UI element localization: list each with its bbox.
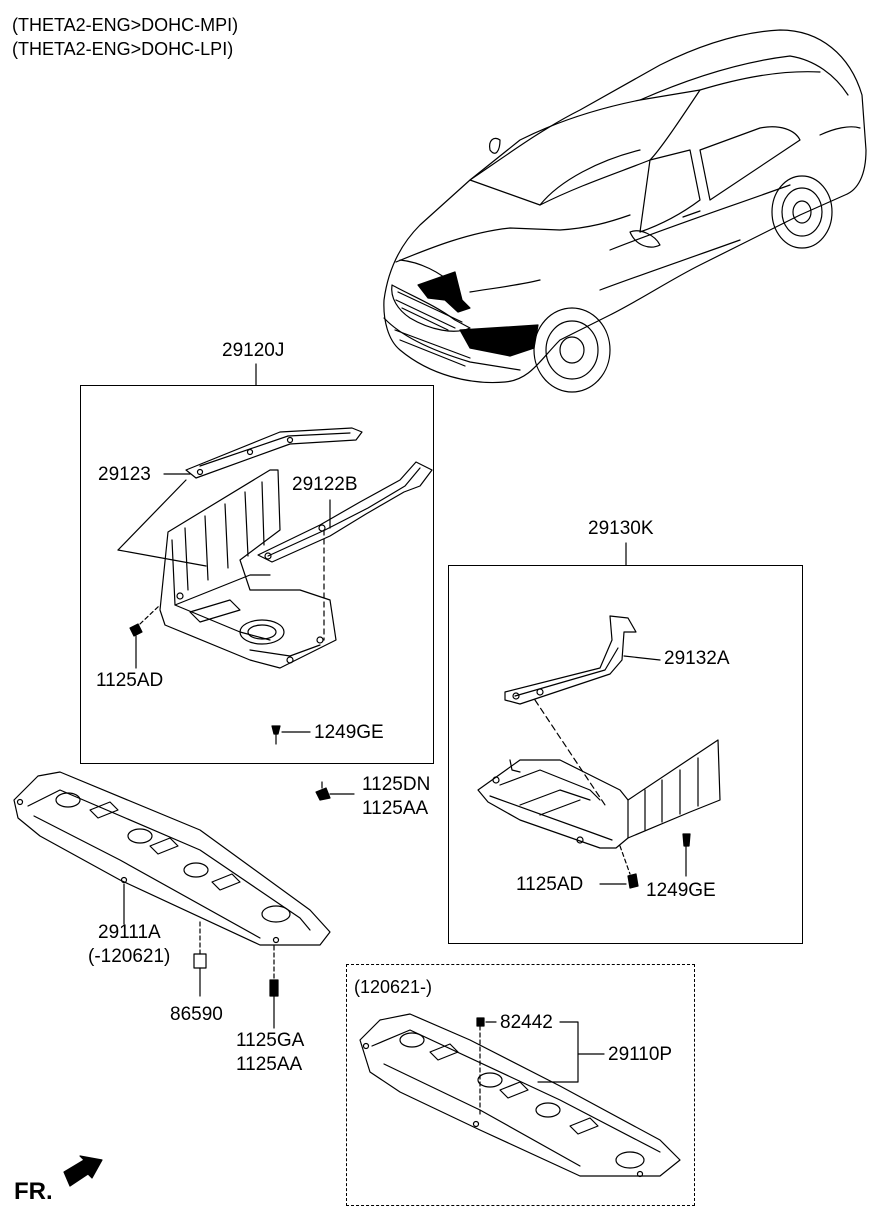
- date-range-box: [346, 964, 695, 1206]
- bolt-1125dn-shape: [315, 787, 331, 801]
- label-29123: 29123: [98, 464, 151, 485]
- undercover-29110p-body: [359, 1013, 681, 1178]
- clip-82442-shape: [476, 1017, 485, 1027]
- bracket-29122b: [257, 461, 433, 563]
- undercover-29130k-body: [477, 739, 721, 849]
- label-1249ge-left: 1249GE: [314, 722, 384, 743]
- vehicle-illustration: [383, 29, 867, 393]
- label-29111a: 29111A: [98, 922, 161, 943]
- label-86590: 86590: [170, 1004, 223, 1025]
- highlighted-undercover-location: [417, 271, 471, 313]
- highlighted-undercover-lower: [459, 324, 539, 357]
- bolt-1249ge-right-shape: [682, 833, 691, 847]
- front-direction-label: FR.: [14, 1178, 53, 1205]
- label-1125ad-left: 1125AD: [96, 670, 164, 691]
- label-29130k: 29130K: [588, 518, 654, 539]
- bracket-29123: [185, 427, 363, 479]
- label-1125ga: 1125GA: [236, 1030, 305, 1051]
- undercover-29120j-body: [159, 469, 337, 669]
- bracket-29132a: [504, 615, 637, 705]
- assembly-box-29120j: [80, 385, 434, 764]
- label-1249ge-right: 1249GE: [646, 880, 716, 901]
- label-1125dn: 1125DN: [362, 774, 431, 795]
- label-1125ad-right: 1125AD: [516, 874, 584, 895]
- undercover-29111a-body: [13, 771, 331, 946]
- label-29111a-range: (-120621): [88, 946, 171, 967]
- label-29110p: 29110P: [608, 1044, 673, 1065]
- label-date-range: (120621-): [354, 977, 433, 997]
- bolt-1249ge-left-shape: [271, 725, 281, 735]
- clip-86590-shape: [193, 953, 207, 969]
- label-29120j: 29120J: [222, 340, 285, 361]
- front-arrow-icon: [63, 1155, 103, 1187]
- bolt-1125ga-shape: [269, 979, 279, 997]
- bolt-1125ad-left-shape: [129, 623, 143, 637]
- label-1125aa-mid: 1125AA: [362, 798, 429, 819]
- label-82442: 82442: [500, 1012, 553, 1033]
- assembly-box-29130k: [448, 565, 803, 944]
- label-1125aa-bottom: 1125AA: [236, 1054, 303, 1075]
- engine-variant-mpi: (THETA2-ENG>DOHC-MPI): [12, 15, 239, 35]
- label-29132a: 29132A: [664, 648, 730, 669]
- bolt-1125ad-right-shape: [627, 873, 639, 889]
- label-29122b: 29122B: [292, 474, 358, 495]
- engine-variant-lpi: (THETA2-ENG>DOHC-LPI): [12, 39, 234, 59]
